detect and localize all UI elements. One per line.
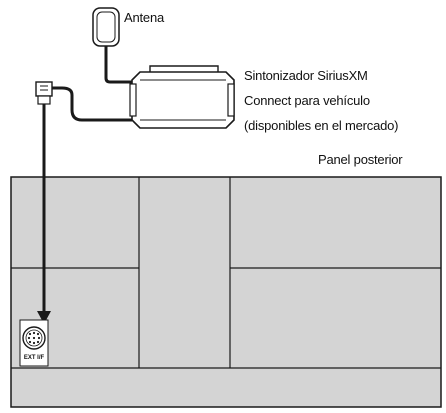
antenna-icon (92, 7, 120, 47)
rear-panel-label: Panel posterior (318, 152, 403, 167)
tuner-label-line3: (disponibles en el mercado) (244, 118, 399, 133)
rear-panel (10, 176, 442, 408)
arrow-head-icon (37, 311, 51, 324)
ext-if-port-label: EXT I/F (23, 355, 45, 361)
antenna-label: Antena (124, 10, 165, 25)
tuner-icon (129, 65, 235, 129)
tuner-label-line2: Connect para vehículo (244, 93, 370, 108)
ext-if-port-icon (19, 319, 49, 367)
tuner-label-line1: Sintonizador SiriusXM (244, 68, 368, 83)
rear-panel-body (10, 176, 442, 408)
tuner-cable (52, 86, 132, 122)
antenna-cable (104, 46, 134, 84)
connector-plug-icon (35, 81, 53, 105)
